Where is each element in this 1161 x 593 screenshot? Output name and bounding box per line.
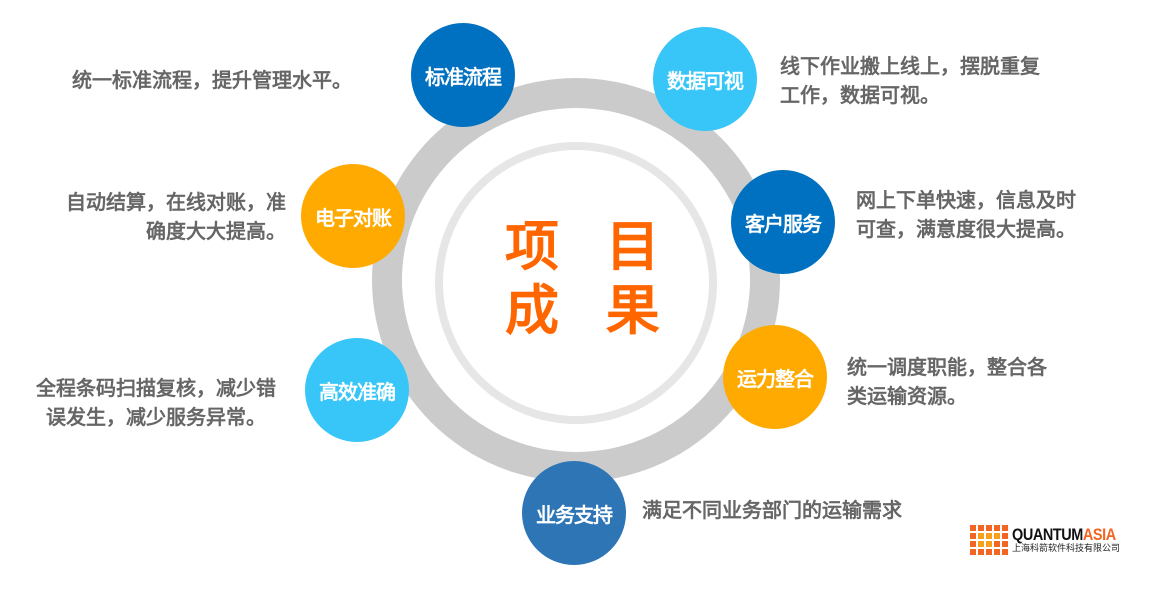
node-label: 运力整合 — [737, 366, 814, 391]
node-label: 客户服务 — [745, 211, 822, 236]
node-label: 标准流程 — [425, 64, 502, 89]
desc-customer-service: 网上下单快速，信息及时 可查，满意度很大提高。 — [856, 186, 1076, 244]
node-label: 电子对账 — [315, 205, 392, 230]
center-title: 项 目 成 果 — [505, 215, 674, 343]
node-data-visual: 数据可视 — [653, 27, 757, 131]
desc-line: 误发生，减少服务异常。 — [46, 405, 266, 429]
desc-line: 确度大大提高。 — [146, 219, 286, 243]
center-title-line2: 成 果 — [505, 279, 674, 342]
node-label: 数据可视 — [667, 68, 744, 93]
desc-line: 统一标准流程，提升管理水平。 — [72, 68, 352, 92]
desc-efficient-accurate: 全程条码扫描复核，减少错 误发生，减少服务异常。 — [10, 374, 302, 432]
desc-e-reconciliation: 自动结算，在线对账，准 确度大大提高。 — [20, 188, 286, 246]
desc-standard-process: 统一标准流程，提升管理水平。 — [72, 66, 352, 95]
node-label: 高效准确 — [319, 379, 396, 404]
desc-line: 自动结算，在线对账，准 — [66, 190, 286, 214]
desc-line: 可查，满意度很大提高。 — [856, 217, 1076, 241]
desc-line: 统一调度职能，整合各 — [847, 355, 1047, 379]
desc-line: 网上下单快速，信息及时 — [856, 188, 1076, 212]
node-efficient-accurate: 高效准确 — [305, 338, 409, 442]
logo-name-part2: ASIA — [1082, 524, 1116, 544]
node-standard-process: 标准流程 — [411, 23, 515, 127]
logo-name: QUANTUMASIA — [1012, 524, 1116, 544]
node-capacity-integration: 运力整合 — [723, 325, 827, 429]
inner-ring — [435, 142, 717, 424]
desc-line: 工作，数据可视。 — [780, 83, 940, 107]
node-business-support: 业务支持 — [522, 461, 626, 565]
logo-subtitle: 上海科箭软件科技有限公司 — [1012, 543, 1121, 554]
center-title-line1: 项 目 — [505, 215, 674, 278]
node-e-reconciliation: 电子对账 — [301, 164, 405, 268]
desc-data-visual: 线下作业搬上线上，摆脱重复 工作，数据可视。 — [780, 52, 1040, 110]
desc-line: 线下作业搬上线上，摆脱重复 — [780, 54, 1040, 78]
logo-name-part1: QUANTUM — [1012, 524, 1083, 544]
node-label: 业务支持 — [536, 502, 613, 527]
desc-line: 类运输资源。 — [847, 384, 967, 408]
grid-squares-icon — [970, 525, 1008, 555]
desc-capacity-integration: 统一调度职能，整合各 类运输资源。 — [847, 353, 1047, 411]
node-customer-service: 客户服务 — [731, 170, 835, 274]
desc-line: 全程条码扫描复核，减少错 — [36, 376, 276, 400]
desc-line: 满足不同业务部门的运输需求 — [642, 498, 902, 522]
company-logo: QUANTUMASIA 上海科箭软件科技有限公司 — [970, 525, 1134, 555]
desc-business-support: 满足不同业务部门的运输需求 — [642, 496, 902, 525]
